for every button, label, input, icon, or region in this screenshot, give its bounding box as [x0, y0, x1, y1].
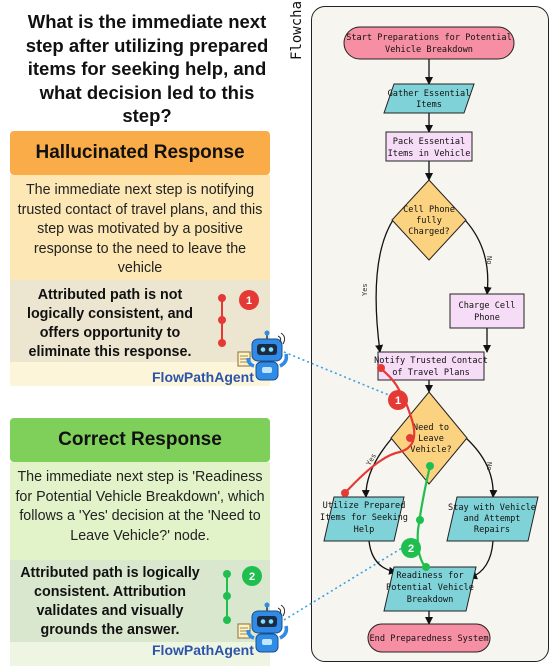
robot-agent-icon [237, 602, 289, 653]
hallucinated-badge-number: 1 [246, 295, 252, 307]
edge-label-no-2: No [485, 462, 493, 470]
node-charge-phone: Charge Cell Phone [449, 293, 525, 329]
svg-text:and Attempt: and Attempt [464, 514, 521, 524]
svg-text:Breakdown: Breakdown [407, 595, 454, 605]
svg-text:Need to: Need to [413, 423, 449, 433]
svg-text:Vehicle Breakdown: Vehicle Breakdown [385, 45, 473, 55]
svg-text:Help: Help [354, 525, 375, 535]
svg-text:Readiness for: Readiness for [396, 571, 463, 581]
svg-text:Vehicle?: Vehicle? [410, 445, 451, 455]
correct-attribution-text: Attributed path is logically consistent.… [20, 565, 200, 638]
svg-text:End Preparedness System: End Preparedness System [370, 634, 489, 644]
svg-text:Items: Items [416, 100, 442, 110]
svg-text:Items for Seeking: Items for Seeking [320, 513, 408, 523]
correct-response-header: Correct Response [10, 418, 270, 462]
svg-text:Charged?: Charged? [408, 227, 449, 237]
flowpathagent-label-1: FlowPathAgent [152, 369, 254, 385]
svg-text:Items in Vehicle: Items in Vehicle [388, 149, 471, 159]
flowchart-badge-1 [388, 390, 408, 410]
flowchart-panel [311, 6, 549, 662]
correct-agent-strip [10, 642, 270, 666]
hallucinated-response-text: The immediate next step is notifying tru… [10, 175, 270, 280]
svg-text:Pack Essential: Pack Essential [393, 137, 465, 147]
hallucinated-agent-strip [10, 362, 270, 386]
node-readiness: Readiness for Potential Vehicle Breakdow… [383, 566, 477, 612]
correct-badge-number: 2 [249, 571, 255, 583]
svg-text:Notify Trusted Contact: Notify Trusted Contact [374, 356, 488, 366]
node-gather-items: Gather Essential Items [383, 83, 475, 114]
correct-path-indicator: 2 [223, 566, 262, 624]
hallucinated-badge-icon [239, 290, 259, 310]
hallucinated-attribution-panel: Attributed path is not logically consist… [10, 280, 270, 362]
node-start: Start Preparations for Potential Vehicle… [343, 26, 515, 60]
svg-text:Leave: Leave [418, 434, 444, 444]
hallucinated-response-header: Hallucinated Response [10, 131, 270, 175]
hallucinated-path-overlay: 1 [341, 364, 416, 497]
svg-text:Utilize Prepared: Utilize Prepared [323, 501, 406, 511]
svg-text:2: 2 [408, 543, 414, 555]
agent1-pointer-line [283, 351, 397, 399]
correct-badge-icon [242, 566, 262, 586]
svg-text:Repairs: Repairs [474, 525, 510, 535]
robot-agent-icon [237, 330, 289, 381]
svg-text:Start Preparations for Potenti: Start Preparations for Potential [346, 33, 512, 43]
node-phone-charged-decision: Cell Phone fully Charged? [391, 179, 467, 261]
node-notify-contact: Notify Trusted Contact of Travel Plans [374, 351, 488, 381]
svg-text:1: 1 [395, 395, 401, 407]
svg-text:fully: fully [416, 216, 442, 226]
edge-label-yes-1: Yes [361, 283, 369, 296]
edge-label-no-1: No [485, 256, 493, 264]
svg-text:Gather Essential: Gather Essential [388, 89, 471, 99]
node-stay-with-vehicle: Stay with Vehicle and Attempt Repairs [446, 496, 539, 542]
agent2-pointer-line [283, 547, 403, 621]
svg-text:Phone: Phone [474, 313, 500, 323]
hallucinated-attribution-text: Attributed path is not logically consist… [26, 287, 194, 360]
node-end: End Preparedness System [367, 623, 491, 653]
svg-text:of Travel Plans: of Travel Plans [392, 368, 470, 378]
svg-text:Potential Vehicle: Potential Vehicle [386, 583, 474, 593]
correct-path-overlay: 2 [401, 462, 434, 571]
svg-text:Cell Phone: Cell Phone [403, 205, 455, 215]
svg-text:Charge Cell: Charge Cell [459, 301, 516, 311]
correct-response-text: The immediate next step is 'Readiness fo… [10, 462, 270, 560]
flowchart-edges [361, 59, 498, 625]
svg-text:Stay with Vehicle: Stay with Vehicle [448, 503, 536, 513]
flowpathagent-label-2: FlowPathAgent [152, 642, 254, 658]
hallucinated-path-indicator: 1 [218, 290, 259, 347]
node-pack-items: Pack Essential Items in Vehicle [385, 131, 473, 162]
node-utilize-items: Utilize Prepared Items for Seeking Help [320, 496, 408, 542]
question-text: What is the immediate next step after ut… [25, 11, 269, 126]
flowchart-badge-2 [401, 538, 421, 558]
